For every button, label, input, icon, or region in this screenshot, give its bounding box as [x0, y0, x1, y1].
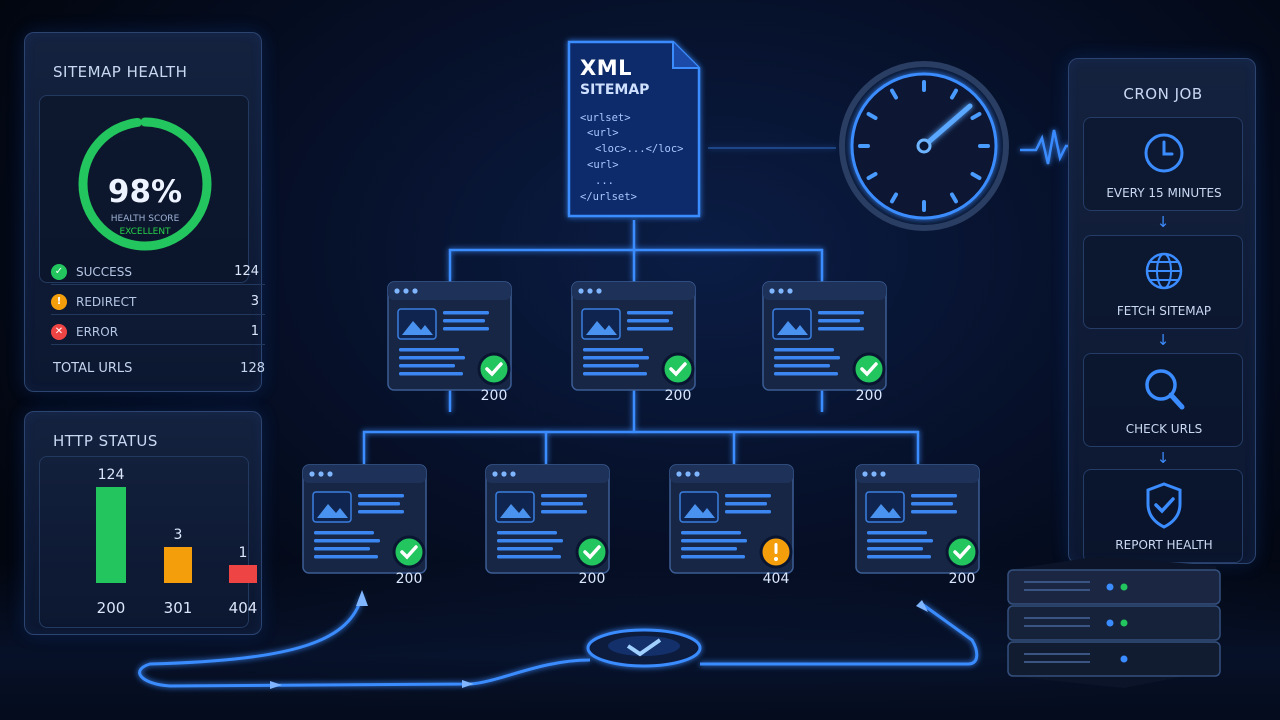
- webpage-icon: [669, 464, 794, 574]
- stat-label: REDIRECT: [76, 294, 137, 309]
- stat-row-redirect: ! REDIRECT 3: [51, 289, 265, 315]
- health-title: SITEMAP HEALTH: [53, 63, 188, 81]
- health-score-label: HEALTH SCORE: [110, 214, 180, 224]
- xml-code-line: ...: [595, 175, 614, 187]
- cron-title: CRON JOB: [1123, 85, 1203, 103]
- webpage-icon: [762, 281, 887, 391]
- stat-label: SUCCESS: [76, 264, 132, 279]
- cron-step-fetch: FETCH SITEMAP: [1083, 235, 1243, 329]
- xml-sitemap-document: XML SITEMAP <urlset> <url> <loc>...</loc…: [565, 38, 703, 220]
- magnifier-icon: [1145, 369, 1185, 410]
- document-icon: [567, 40, 701, 218]
- exclamation-icon: !: [51, 293, 67, 310]
- page-status-code: 200: [664, 388, 692, 404]
- health-score-value: 98%: [107, 174, 183, 210]
- clock-icon: [836, 61, 1020, 236]
- http-status-chart: 124 200 3 301 1 404: [39, 456, 257, 628]
- bar-category-label: 301: [164, 599, 193, 617]
- arrow-down-icon: ↓: [1156, 449, 1170, 467]
- cron-step-schedule: EVERY 15 MINUTES: [1083, 117, 1243, 211]
- health-score-box: 98% HEALTH SCORE EXCELLENT: [39, 95, 249, 283]
- globe-icon: [1145, 252, 1183, 290]
- cron-step-label: FETCH SITEMAP: [1116, 304, 1212, 318]
- bar-value-label: 3: [174, 527, 183, 543]
- bar-200: [96, 487, 126, 583]
- page-status-code: 200: [578, 571, 606, 587]
- arrow-down-icon: ↓: [1156, 331, 1170, 349]
- xml-code-line: <loc>...</loc>: [595, 143, 684, 155]
- server-rack-icon: [1000, 552, 1221, 692]
- arrow-down-icon: ↓: [1156, 213, 1170, 231]
- total-urls-label: TOTAL URLS: [53, 361, 133, 376]
- page-card: 200: [762, 281, 887, 404]
- http-status-panel: HTTP STATUS 124 200 3 301 1 404: [24, 411, 262, 635]
- webpage-icon: [485, 464, 610, 574]
- webpage-icon: [302, 464, 427, 574]
- stat-value: 124: [234, 264, 259, 279]
- page-status-code: 200: [395, 571, 423, 587]
- total-urls-row: TOTAL URLS 128: [53, 361, 265, 376]
- stat-row-error: ✕ ERROR 1: [51, 319, 265, 345]
- page-status-code: 200: [855, 388, 883, 404]
- page-card: 200: [571, 281, 696, 404]
- page-card: 404: [669, 464, 794, 587]
- bar-value-label: 1: [239, 545, 248, 561]
- stat-value: 3: [250, 294, 259, 309]
- page-status-code: 404: [762, 571, 790, 587]
- clock-face: [839, 61, 1009, 231]
- page-card: 200: [387, 281, 512, 404]
- total-urls-value: 128: [240, 361, 265, 376]
- webpage-icon: [855, 464, 980, 574]
- xml-code-line: <url>: [587, 159, 619, 171]
- clock-icon: [1144, 133, 1184, 173]
- stat-row-success: ✓ SUCCESS 124: [51, 259, 265, 285]
- cron-step-label: REPORT HEALTH: [1115, 538, 1213, 552]
- shield-check-icon: [1146, 482, 1182, 529]
- bar-category-label: 200: [97, 599, 126, 617]
- check-icon: ✓: [51, 263, 67, 280]
- cron-step-label: CHECK URLS: [1125, 422, 1203, 436]
- page-status-code: 200: [948, 571, 976, 587]
- x-icon: ✕: [51, 323, 67, 340]
- bar-value-label: 124: [98, 467, 125, 483]
- page-card: 200: [302, 464, 427, 587]
- cron-step-check: CHECK URLS: [1083, 353, 1243, 447]
- cron-step-report: REPORT HEALTH: [1083, 469, 1243, 563]
- page-card: 200: [855, 464, 980, 587]
- page-status-code: 200: [480, 388, 508, 404]
- bar-301: [164, 547, 192, 583]
- webpage-icon: [571, 281, 696, 391]
- xml-title: XML: [580, 56, 632, 80]
- health-score-ring: [78, 117, 212, 251]
- xml-subtitle: SITEMAP: [580, 82, 650, 98]
- cron-step-label: EVERY 15 MINUTES: [1106, 186, 1222, 200]
- cron-job-panel: CRON JOB EVERY 15 MINUTES ↓ FETCH SITEMA…: [1068, 58, 1256, 564]
- bar-404: [229, 565, 257, 583]
- xml-code-line: </urlset>: [580, 191, 637, 203]
- health-score-grade: EXCELLENT: [119, 227, 171, 237]
- http-status-bars: 124 200 3 301 1 404: [96, 467, 257, 617]
- stat-label: ERROR: [76, 324, 119, 339]
- xml-code-line: <url>: [587, 127, 619, 139]
- sitemap-health-panel: SITEMAP HEALTH 98% HEALTH SCORE EXCELLEN…: [24, 32, 265, 392]
- bar-category-label: 404: [229, 599, 258, 617]
- xml-code-line: <urlset>: [580, 112, 631, 124]
- server-rack: [1007, 556, 1221, 688]
- http-status-title: HTTP STATUS: [53, 432, 158, 450]
- webpage-icon: [387, 281, 512, 391]
- stat-value: 1: [250, 324, 259, 339]
- page-card: 200: [485, 464, 610, 587]
